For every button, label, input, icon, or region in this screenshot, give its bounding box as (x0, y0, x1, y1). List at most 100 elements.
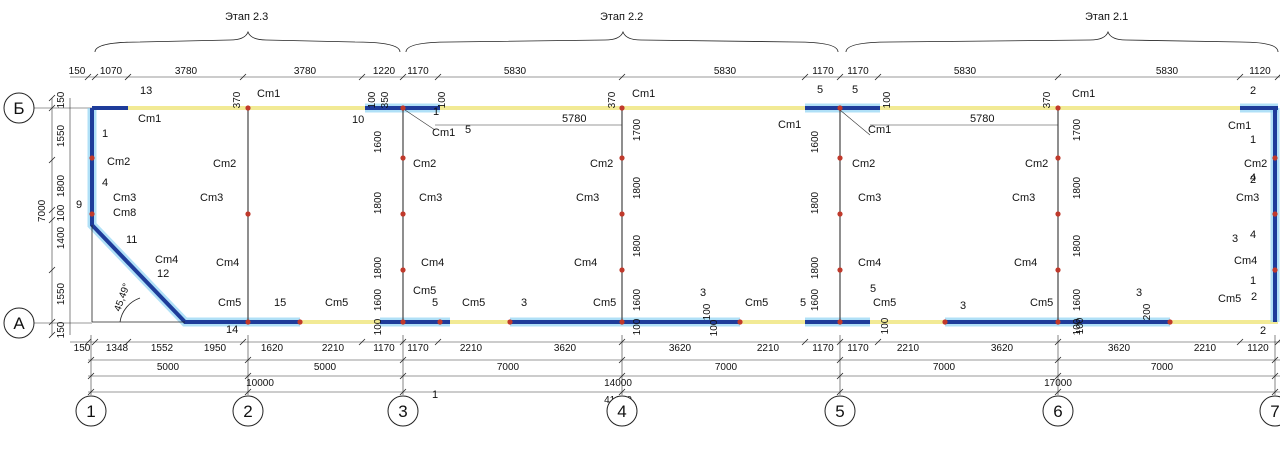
bottom-dimension: 1950 (204, 343, 227, 354)
axis-bubble-4 (606, 395, 638, 427)
element-label: Cm3 (1012, 192, 1035, 204)
axis-bubble-1 (75, 395, 107, 427)
element-label: Cm4 (574, 257, 597, 269)
column-dimension: 100 (632, 318, 643, 335)
element-label: Cm5 (745, 297, 768, 309)
bottom-dimension: 1170 (373, 343, 395, 354)
column-dimension: 100 (702, 303, 713, 320)
overall-height-dimension: 7000 (37, 199, 48, 222)
element-label: 5 (800, 297, 806, 309)
element-label: Cm2 (1244, 158, 1267, 170)
top-dimension: 5830 (504, 66, 527, 77)
stage-label-2-1: Этап 2.1 (1085, 11, 1128, 23)
element-label: Cm1 (1228, 120, 1251, 132)
element-label: 5 (870, 283, 876, 295)
bottom-dimension: 2210 (757, 343, 780, 354)
top-dimension: 3780 (294, 66, 317, 77)
element-label: 1 (102, 128, 108, 140)
element-label: 1 (1250, 134, 1256, 146)
element-label: 4 (102, 177, 108, 189)
bay-dimension: 14000 (604, 378, 632, 389)
column-dimension: 1800 (373, 191, 384, 214)
axis-bubble-7 (1259, 395, 1280, 427)
element-label: 11 (126, 234, 137, 246)
element-label: Cm2 (852, 158, 875, 170)
top-dimension: 5830 (714, 66, 737, 77)
column-dimension: 1800 (373, 256, 384, 279)
element-label: Cm4 (421, 257, 444, 269)
element-label: Cm1 (138, 113, 161, 125)
element-label: 15 (274, 297, 286, 309)
column-dimension: 100 (437, 91, 448, 108)
axis-bubble-5 (824, 395, 856, 427)
column-dimension: 1600 (1072, 288, 1083, 311)
bay-dimension: 7000 (933, 362, 956, 373)
axis-bubble-6 (1042, 395, 1074, 427)
column-dimension: 1800 (810, 256, 821, 279)
axis-number: 3 (398, 402, 407, 421)
element-label: Cm3 (113, 192, 136, 204)
bottom-dimension: 2210 (897, 343, 920, 354)
element-label: Cm3 (200, 192, 223, 204)
element-label: Cm5 (1030, 297, 1053, 309)
element-label: 4 (1250, 229, 1256, 241)
element-label: Cm4 (216, 257, 239, 269)
bottom-dimension: 1170 (407, 343, 429, 354)
element-label: 5 (465, 124, 471, 136)
element-label: Cm1 (632, 88, 655, 100)
left-dimension: 100 (56, 204, 67, 221)
element-label: 1 (1250, 275, 1256, 287)
element-label: Cm5 (462, 297, 485, 309)
bay-dimension: 7000 (1151, 362, 1174, 373)
element-label: Cm4 (155, 254, 178, 266)
column-dimension: 100 (367, 91, 378, 108)
bottom-dimension: 2210 (1194, 343, 1217, 354)
column-dimension: 1600 (632, 288, 643, 311)
stage-label-2-3: Этап 2.3 (225, 11, 268, 23)
column-dimension: 100 (882, 91, 893, 108)
left-dimension: 1800 (56, 174, 67, 197)
column-dimension: 1800 (810, 191, 821, 214)
column-dimension: 100 (1072, 318, 1083, 335)
element-label: Cm8 (113, 207, 136, 219)
row-axis-letter: Б (13, 99, 24, 118)
building-walls (87, 103, 1280, 327)
dimension-ticks (48, 73, 1280, 396)
top-dimension: 3780 (175, 66, 198, 77)
element-label: Cm5 (1218, 293, 1241, 305)
top-dimension: 1170 (407, 66, 429, 77)
angle-label: 45,49° (112, 282, 132, 313)
column-dimension: 100 (373, 318, 384, 335)
bottom-dimension: 1170 (847, 343, 869, 354)
element-label: Cm4 (1234, 255, 1257, 267)
bay-dimension: 7000 (497, 362, 520, 373)
element-label: Cm2 (590, 158, 613, 170)
bottom-dimension: 1170 (812, 343, 834, 354)
axis-number: 5 (835, 402, 844, 421)
stage-label-2-2: Этап 2.2 (600, 11, 643, 23)
column-dimension: 1600 (373, 288, 384, 311)
element-label: 13 (140, 85, 152, 97)
top-dimension: 1170 (847, 66, 869, 77)
bottom-dimension: 150 (74, 343, 91, 354)
bay-dimension: 10000 (246, 378, 274, 389)
column-dimension: 200 (1142, 303, 1153, 320)
axis-bubble-3 (387, 395, 419, 427)
axis-number: 2 (243, 402, 252, 421)
element-label: 5780 (970, 113, 994, 125)
column-dimension: 1700 (632, 118, 643, 141)
element-label: Cm5 (593, 297, 616, 309)
left-dimension: 1400 (56, 226, 67, 249)
axis-number: 4 (617, 402, 626, 421)
left-dimension: 150 (56, 321, 67, 338)
row-axis-letter: А (13, 314, 25, 333)
element-label: 2 (1250, 174, 1256, 186)
bottom-dimension: 3620 (554, 343, 577, 354)
element-label: 3 (1232, 233, 1238, 245)
column-dimension: 370 (607, 91, 618, 108)
column-dimension: 1800 (1072, 176, 1083, 199)
column-dimension: 100 (880, 317, 891, 334)
element-label: Cm3 (1236, 192, 1259, 204)
